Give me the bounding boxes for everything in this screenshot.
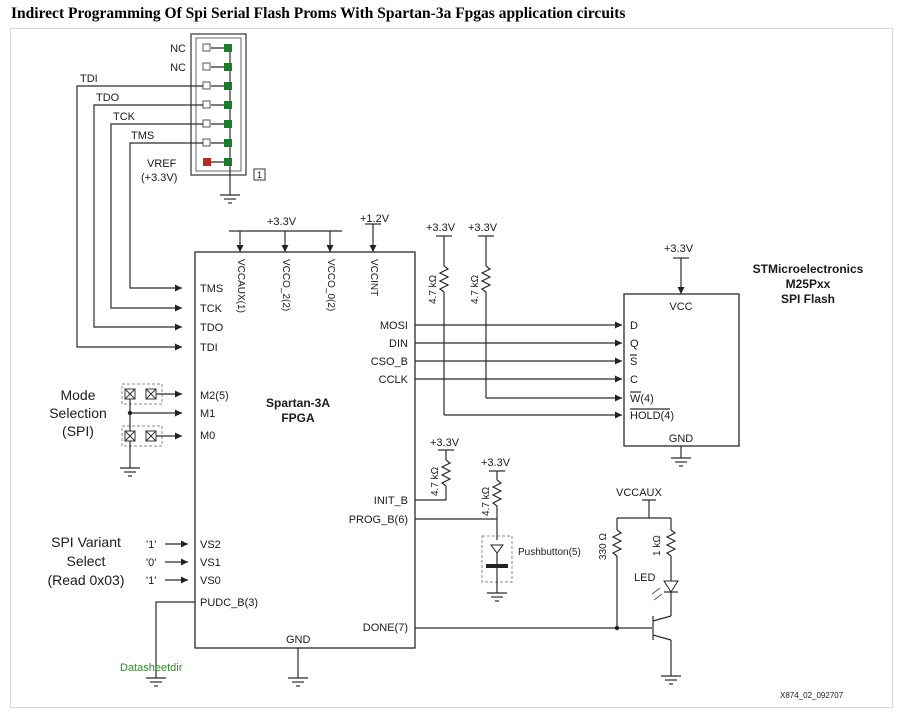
figure-id: X874_02_092707 [780, 691, 844, 700]
fpga-pin-vs1: VS1 [200, 557, 221, 569]
fpga-pin-m0: M0 [200, 430, 215, 442]
note-box [253, 168, 266, 181]
pin-dot [224, 101, 232, 109]
spi-wires [415, 321, 622, 383]
flash-pin-s: S [630, 356, 637, 368]
fpga-name-2: FPGA [281, 411, 315, 425]
fpga-pin-cso: CSO_B [371, 356, 408, 368]
flash-pin-vcc: VCC [669, 301, 692, 313]
flash-pin-q: Q [630, 338, 639, 350]
note-number: 1 [257, 170, 262, 180]
fpga-pin-vs2: VS2 [200, 539, 221, 551]
jtag-pin-nc2-label: NC [170, 62, 186, 74]
spi-flash-block [623, 293, 740, 447]
prog-pushbutton: +3.3V 4.7 kΩ Pushbutton(5) [415, 457, 581, 602]
fpga-pin-gnd: GND [286, 634, 311, 646]
variant-label-2: Select [67, 553, 106, 569]
fpga-power: +3.3V +1.2V VCCAUX(1) VCCO_2(2) VCCO_0(2… [229, 213, 390, 313]
flash-pin-gnd: GND [669, 433, 694, 445]
pullup2-supply: +3.3V [468, 222, 498, 234]
fpga-block [194, 251, 416, 649]
led-r2: 1 kΩ [652, 535, 663, 556]
variant-value-vs1: '0' [146, 557, 156, 569]
pin-dot [224, 44, 232, 52]
pin-dot [224, 120, 232, 128]
flash-pin-hold: HOLD(4) [630, 410, 674, 422]
jtag-pin-tms-label: TMS [131, 130, 154, 142]
page-title: Indirect Programming Of Spi Serial Flash… [11, 5, 626, 22]
fpga-pin-pudc: PUDC_B(3) [200, 597, 258, 609]
jtag-header: NC NC TDI TDO TCK TMS VREF (+3.3V) 1 [80, 33, 266, 204]
led-label: LED [634, 572, 655, 584]
watermark: Datasheetdir [120, 662, 183, 674]
init-resistor: 4.7 kΩ [430, 466, 441, 496]
fpga-pin-tdi: TDI [200, 342, 218, 354]
mode-selection: Mode Selection (SPI) [49, 383, 182, 477]
fpga-pin-tck: TCK [200, 303, 223, 315]
variant-label-3: (Read 0x03) [47, 572, 124, 588]
jtag-pin-tdi-label: TDI [80, 73, 98, 85]
pin-dot [224, 139, 232, 147]
done-led-circuit: VCCAUX 330 Ω 1 kΩ LED [415, 487, 681, 685]
flash-supply: +3.3V [664, 243, 694, 255]
jtag-vref-value: (+3.3V) [141, 172, 177, 184]
pin-dot [224, 63, 232, 71]
mode-label-3: (SPI) [62, 423, 94, 439]
variant-select: SPI Variant Select (Read 0x03) '1' '0' '… [47, 534, 188, 588]
fpga-pin-vs0: VS0 [200, 575, 221, 587]
flash-type: SPI Flash [781, 292, 835, 306]
fpga-3v3-label: +3.3V [267, 216, 297, 228]
mode-label-1: Mode [60, 387, 95, 403]
mode-label-2: Selection [49, 405, 107, 421]
fpga-pin-tms: TMS [200, 283, 223, 295]
fpga-pin-vcco0: VCCO_0(2) [325, 259, 336, 311]
pullup1-supply: +3.3V [426, 222, 456, 234]
fpga-pin-m2: M2(5) [200, 390, 229, 402]
led-supply: VCCAUX [616, 487, 663, 499]
diagram-border [10, 28, 893, 708]
variant-value-vs2: '1' [146, 539, 156, 551]
fpga-pin-mosi: MOSI [380, 320, 408, 332]
flash-vendor: STMicroelectronics [753, 262, 864, 276]
flash-pin-c: C [630, 374, 638, 386]
variant-value-vs0: '1' [146, 575, 156, 587]
fpga-pin-vcco2: VCCO_2(2) [280, 259, 291, 311]
fpga-pin-done: DONE(7) [363, 622, 408, 634]
flash-pin-d: D [630, 320, 638, 332]
fpga-pin-init: INIT_B [374, 495, 408, 507]
prog-resistor: 4.7 kΩ [481, 486, 492, 516]
fpga-pin-vccint: VCCINT [368, 259, 379, 296]
jtag-pin-nc1-label: NC [170, 43, 186, 55]
vref-dot [203, 158, 211, 166]
jtag-wires [76, 85, 203, 351]
schematic-diagram: NC NC TDI TDO TCK TMS VREF (+3.3V) 1 Spa… [10, 28, 893, 708]
fpga-1v2-label: +1.2V [360, 213, 390, 225]
jtag-pin-tck-label: TCK [113, 111, 136, 123]
fpga-pin-m1: M1 [200, 408, 215, 420]
init-pullup: +3.3V 4.7 kΩ [415, 437, 460, 501]
jtag-pin-vref-label: VREF [147, 158, 177, 170]
pullup2-value: 4.7 kΩ [470, 274, 481, 304]
init-supply: +3.3V [430, 437, 460, 449]
fpga-pin-prog: PROG_B(6) [349, 514, 408, 526]
fpga-pin-vccaux: VCCAUX(1) [235, 259, 246, 313]
pullup1-value: 4.7 kΩ [428, 274, 439, 304]
flash-pin-w: W(4) [630, 393, 654, 405]
pushbutton-label: Pushbutton(5) [518, 547, 581, 558]
fpga-pin-din: DIN [389, 338, 408, 350]
pin-dot [224, 82, 232, 90]
pin-dot [224, 158, 232, 166]
variant-label-1: SPI Variant [51, 534, 121, 550]
jtag-pin-tdo-label: TDO [96, 92, 120, 104]
flash-part: M25Pxx [786, 277, 831, 291]
fpga-pin-tdo: TDO [200, 322, 224, 334]
fpga-pin-cclk: CCLK [379, 374, 409, 386]
prog-supply: +3.3V [481, 457, 511, 469]
spi-pullups: +3.3V +3.3V 4.7 kΩ 4.7 kΩ [426, 222, 622, 419]
fpga-name: Spartan-3A [266, 396, 330, 410]
led-r1: 330 Ω [598, 533, 609, 560]
